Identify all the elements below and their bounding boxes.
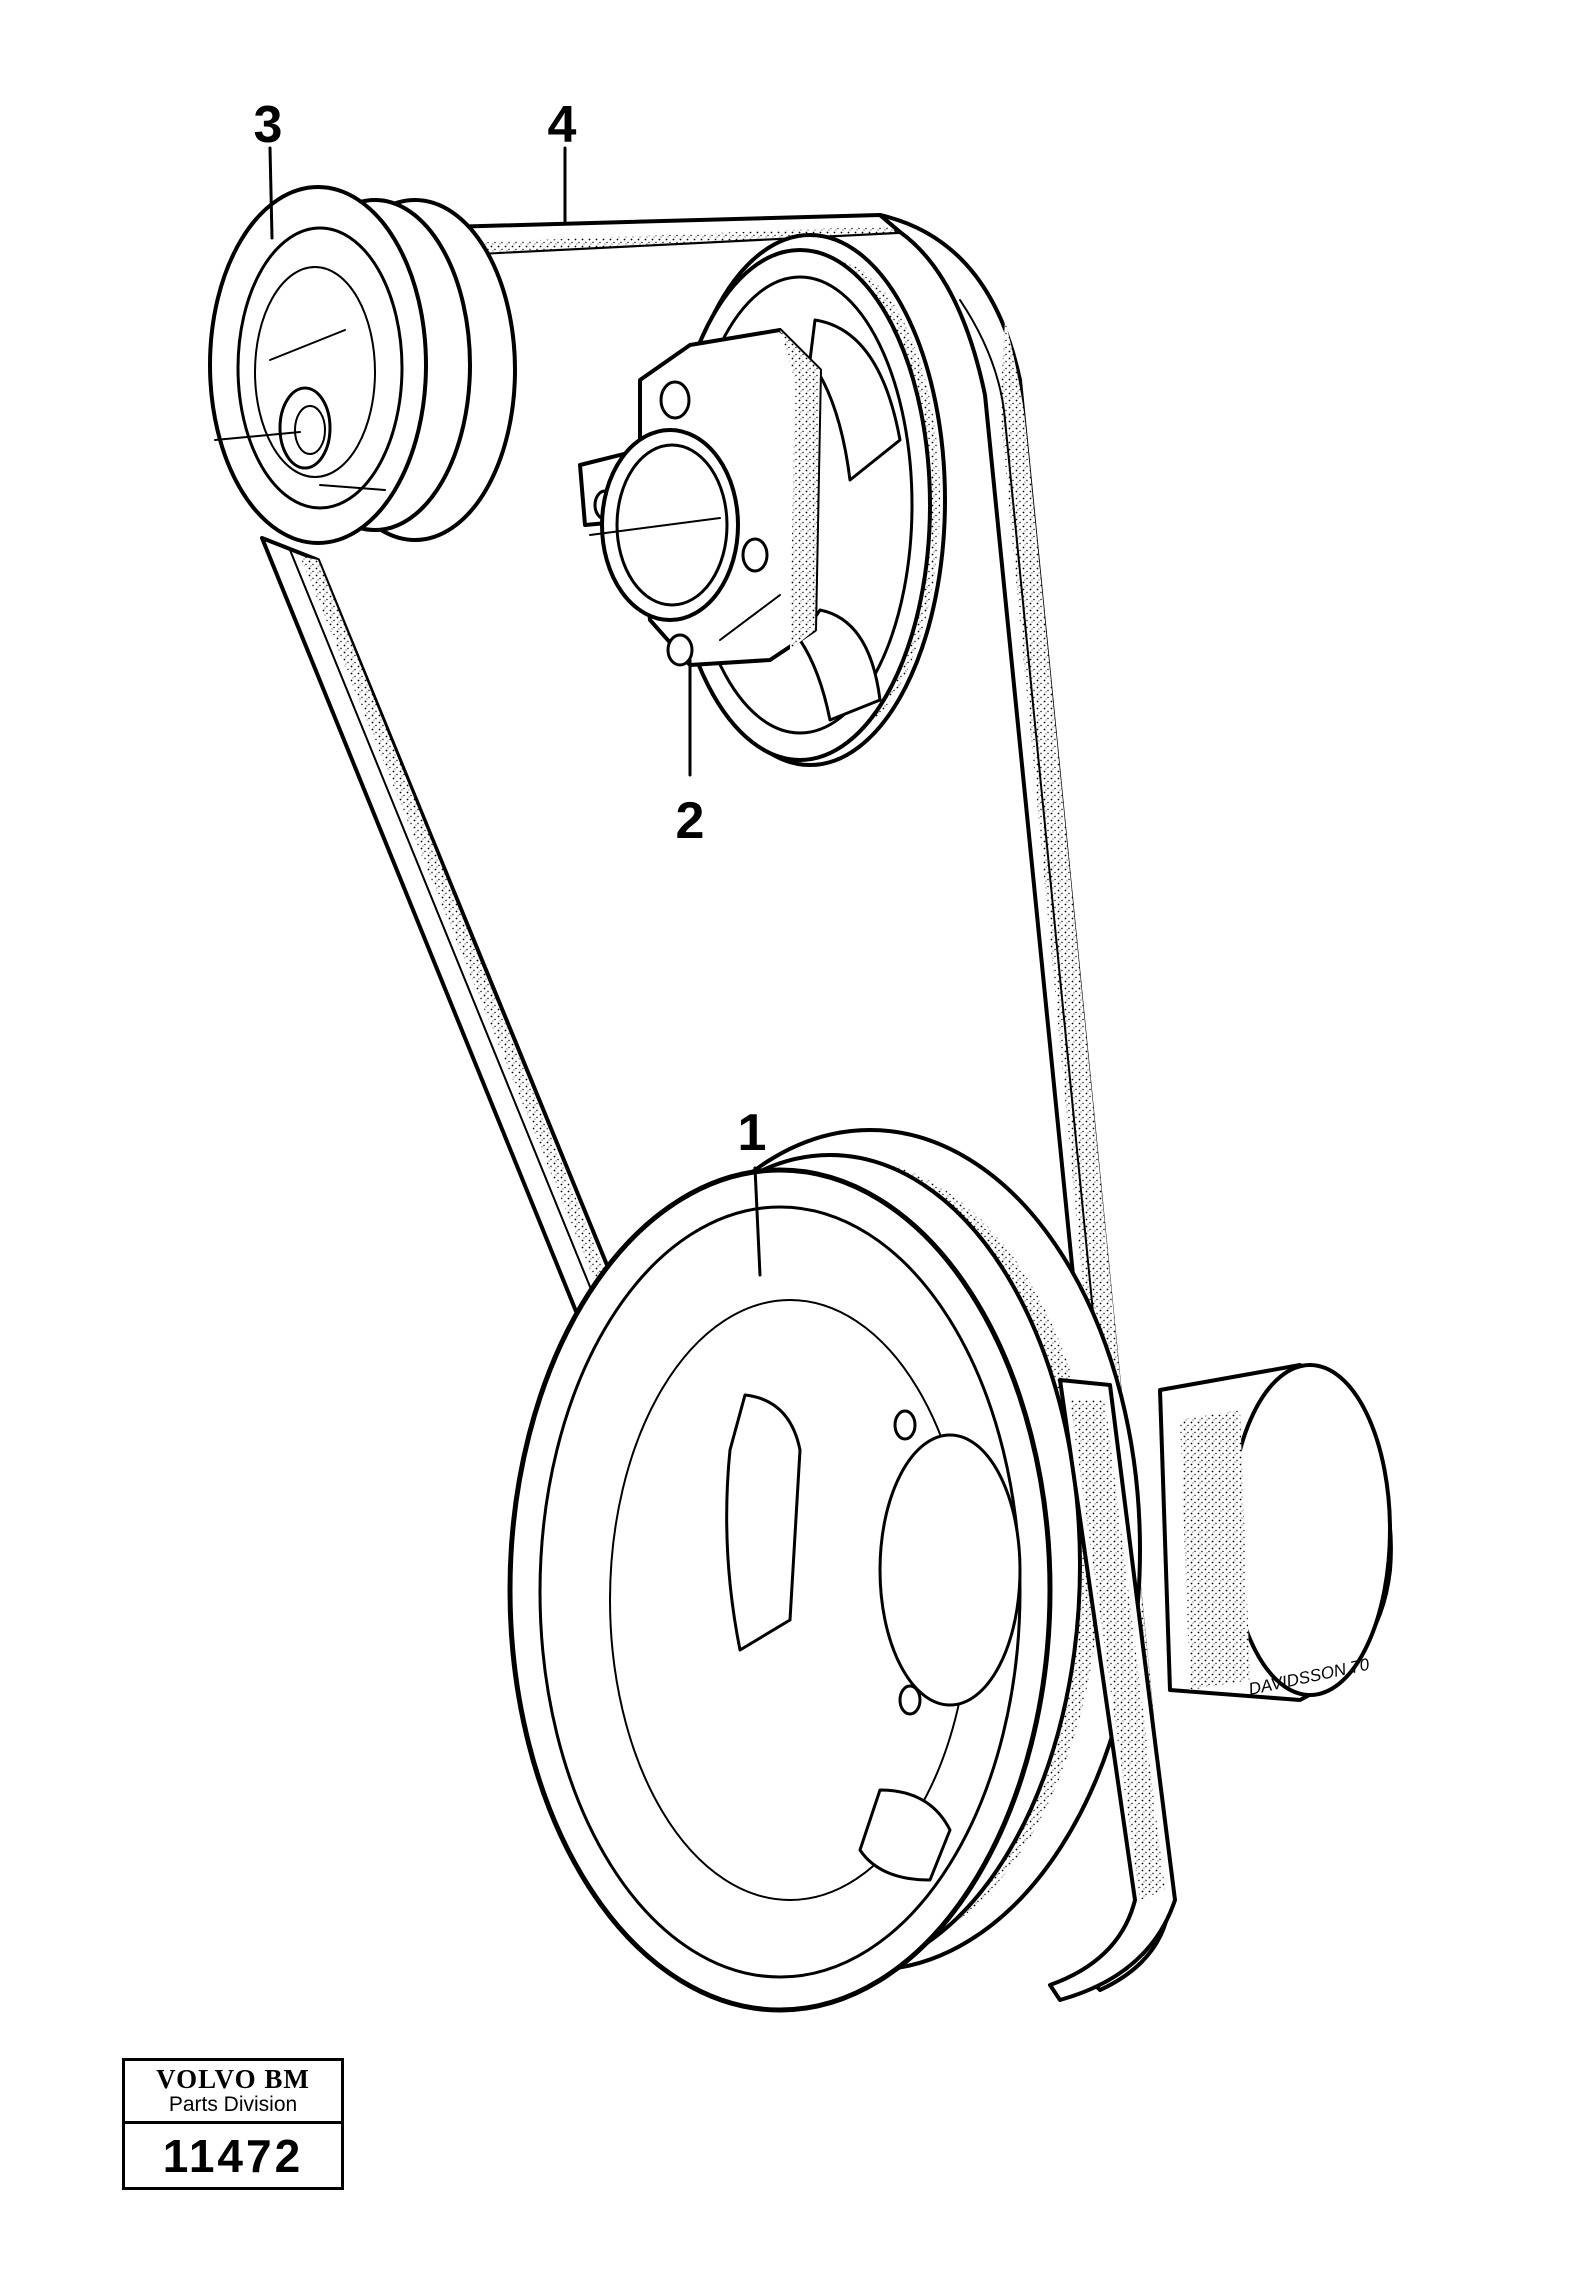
title-block-divider [125, 2121, 341, 2124]
callout-2-label: 2 [676, 792, 705, 850]
division-label: Parts Division [168, 2093, 298, 2116]
callout-4-label: 4 [548, 96, 577, 154]
callout-1-label: 1 [738, 1104, 767, 1162]
idler-pulley-with-hub [578, 233, 947, 767]
illustration-number: 11472 [162, 2130, 304, 2182]
brand-label: VOLVO BM [156, 2064, 310, 2094]
leader-lines [268, 146, 762, 1277]
title-block: VOLVO BM Parts Division 11472 [122, 2058, 344, 2190]
callout-3-label: 3 [254, 96, 283, 154]
crankshaft-pulley [507, 1128, 1393, 2013]
small-double-pulley [208, 185, 517, 545]
